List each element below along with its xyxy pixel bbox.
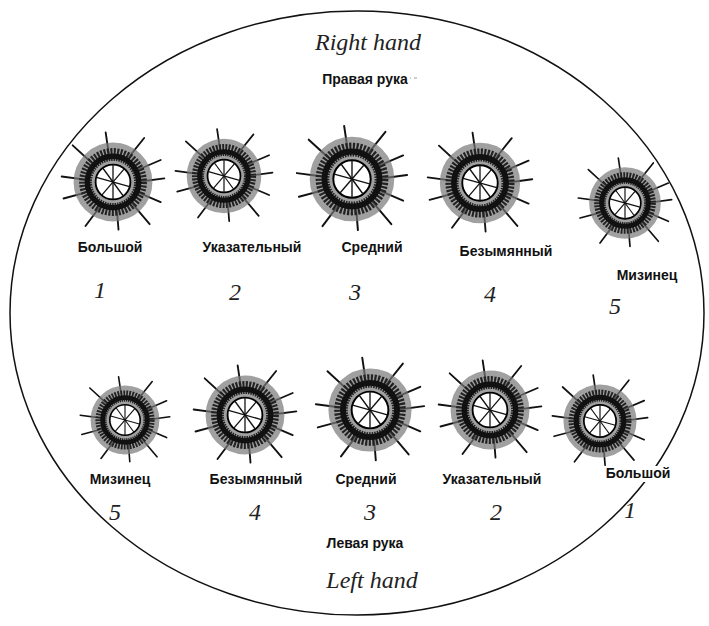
fingerprint [62,133,165,230]
fingerprint [439,361,542,458]
handwritten-note: Right hand [313,29,423,55]
finger-number: 1 [92,277,108,303]
finger-name: Большой [604,466,673,481]
outline-ellipse [10,11,704,615]
finger-name: Большой [76,240,145,255]
finger-number: 2 [488,499,504,525]
fingerprint [80,377,170,462]
finger-number: 5 [607,293,623,319]
fingerprint [194,366,297,463]
finger-name: Указательный [201,240,304,255]
hand-title: Правая рука [320,72,410,87]
fingerprint [297,126,407,230]
finger-name: Безымянный [458,244,555,259]
finger-name: Средний [333,472,398,487]
fingerprint [175,129,272,221]
finger-name: Мизинец [88,472,153,487]
fingerprint [428,133,533,232]
finger-name: Указательный [441,472,544,487]
finger-name: Безымянный [208,472,305,487]
fingerprint [578,158,671,246]
finger-name: Мизинец [615,268,680,283]
fingerprint [316,358,424,460]
finger-name: Средний [339,240,404,255]
finger-number: 4 [482,281,498,307]
hand-title: Левая рука [325,536,406,551]
handwritten-note: Left hand [324,567,419,593]
finger-number: 4 [247,499,263,525]
finger-number: 1 [622,497,638,523]
finger-number: 2 [227,279,243,305]
finger-number: 3 [362,499,378,525]
fingerprint [552,375,647,465]
finger-number: 5 [107,499,123,525]
finger-number: 3 [347,279,363,305]
